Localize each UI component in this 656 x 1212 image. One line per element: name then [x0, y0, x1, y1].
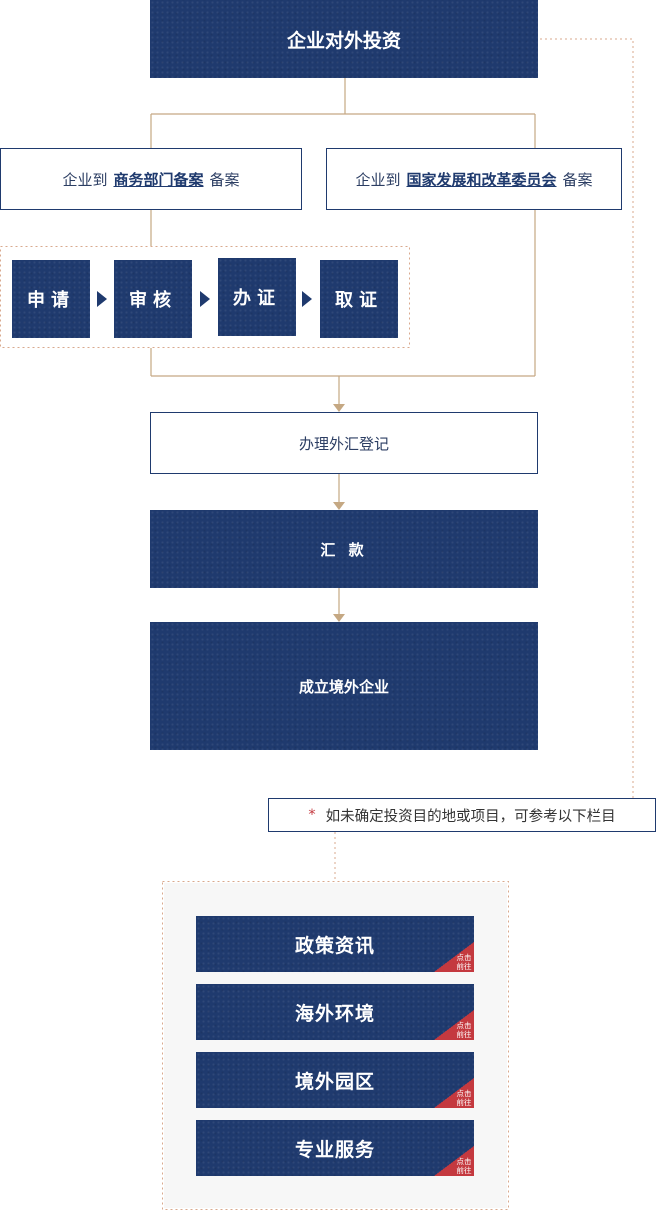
note-text: 如未确定投资目的地或项目，可参考以下栏目 — [325, 808, 616, 825]
note-box: * 如未确定投资目的地或项目，可参考以下栏目 — [268, 798, 656, 832]
arrow-right-icon — [302, 291, 312, 307]
outbound-investment-title: 企业对外投资 — [150, 0, 538, 78]
commerce-filing-box: 企业到 商务部门备案 备案 — [0, 148, 302, 210]
step-process: 办证 — [218, 258, 296, 336]
go-badge: 点击前往 — [434, 942, 474, 972]
go-badge: 点击前往 — [434, 1078, 474, 1108]
filing-prefix: 企业到 — [62, 170, 108, 189]
overseas-environment-button[interactable]: 海外环境 点击前往 — [196, 984, 474, 1040]
establish-overseas-enterprise-box: 成立境外企业 — [150, 622, 538, 750]
remittance-box: 汇 款 — [150, 510, 538, 588]
ndrc-filing-box: 企业到 国家发展和改革委员会 备案 — [326, 148, 622, 210]
filing-suffix: 备案 — [562, 170, 593, 189]
arrow-right-icon — [200, 291, 210, 307]
go-badge: 点击前往 — [434, 1010, 474, 1040]
resource-label: 境外园区 — [294, 1070, 375, 1093]
resource-label: 专业服务 — [294, 1138, 375, 1161]
go-badge: 点击前往 — [434, 1146, 474, 1176]
step-review: 审核 — [114, 260, 192, 338]
asterisk-icon: * — [308, 807, 316, 823]
resource-label: 海外环境 — [294, 1002, 375, 1025]
forex-registration-box: 办理外汇登记 — [150, 412, 538, 474]
professional-services-button[interactable]: 专业服务 点击前往 — [196, 1120, 474, 1176]
commerce-department-link[interactable]: 商务部门备案 — [113, 170, 204, 189]
policy-news-button[interactable]: 政策资讯 点击前往 — [196, 916, 474, 972]
step-apply: 申请 — [12, 260, 90, 338]
arrow-right-icon — [97, 291, 107, 307]
step-collect: 取证 — [320, 260, 398, 338]
resource-label: 政策资讯 — [294, 934, 375, 957]
overseas-parks-button[interactable]: 境外园区 点击前往 — [196, 1052, 474, 1108]
filing-suffix: 备案 — [209, 170, 240, 189]
ndrc-link[interactable]: 国家发展和改革委员会 — [406, 170, 557, 189]
filing-prefix: 企业到 — [355, 170, 401, 189]
